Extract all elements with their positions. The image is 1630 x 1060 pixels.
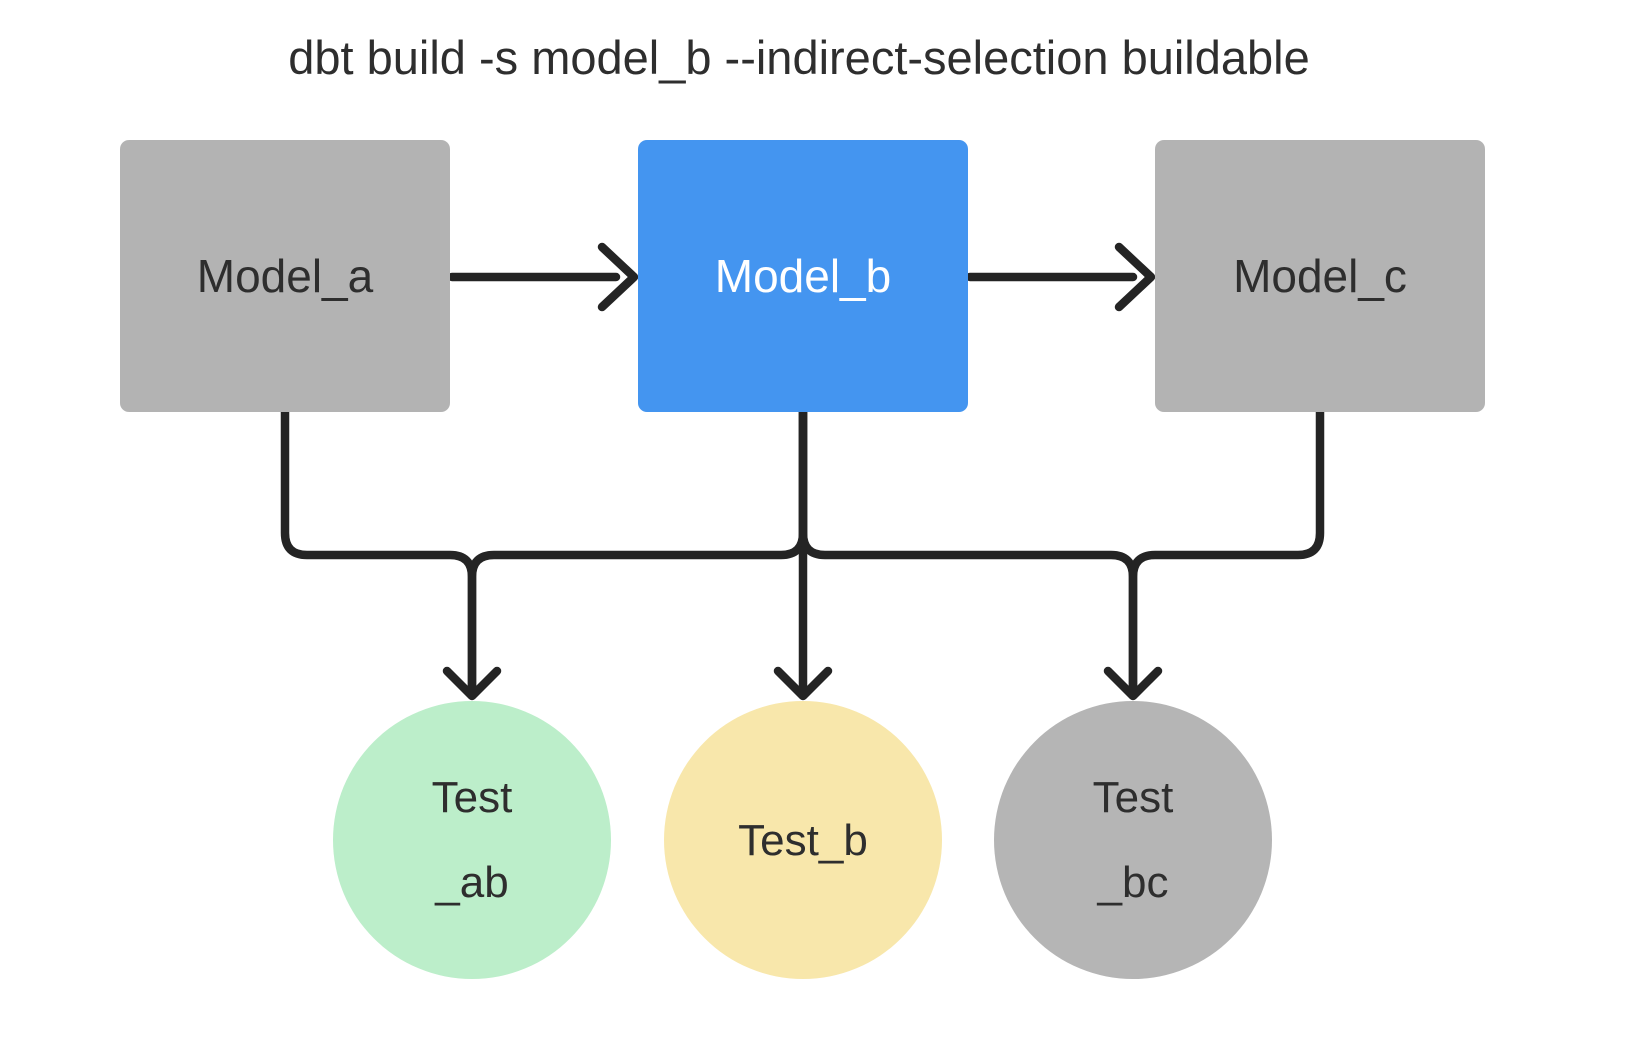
connector-model-c-to-test-bc — [1128, 407, 1325, 697]
node-test-bc: Test _bc — [994, 701, 1272, 979]
node-model-b-label: Model_b — [714, 250, 892, 302]
arrowhead-model-a-to-model-b — [597, 242, 639, 312]
arrowhead-test-bc — [1103, 666, 1163, 701]
node-model-c: Model_c — [1155, 140, 1485, 412]
node-test-ab: Test _ab — [333, 701, 611, 979]
arrowhead-model-b-to-model-c — [1114, 242, 1156, 312]
node-model-a-label: Model_a — [196, 250, 374, 302]
node-test-ab-label-line1: Test — [431, 773, 513, 822]
node-model-b-selected: Model_b — [638, 140, 968, 412]
arrowhead-test-ab — [442, 666, 502, 701]
connector-model-b-to-test-ab — [467, 407, 808, 697]
connector-model-a-to-test-ab — [280, 407, 477, 697]
connector-model-b-to-test-bc — [798, 407, 1138, 697]
diagram-title: dbt build -s model_b --indirect-selectio… — [288, 31, 1310, 84]
node-test-b: Test_b — [664, 701, 942, 979]
node-model-a: Model_a — [120, 140, 450, 412]
arrowhead-test-b — [773, 666, 833, 701]
node-test-ab-label-line2: _ab — [435, 858, 509, 907]
node-test-b-label-line1: Test_b — [738, 815, 868, 865]
node-test-bc-label-line1: Test — [1092, 773, 1174, 822]
node-test-bc-label-line2: _bc — [1097, 858, 1169, 907]
node-model-c-label: Model_c — [1233, 250, 1407, 302]
